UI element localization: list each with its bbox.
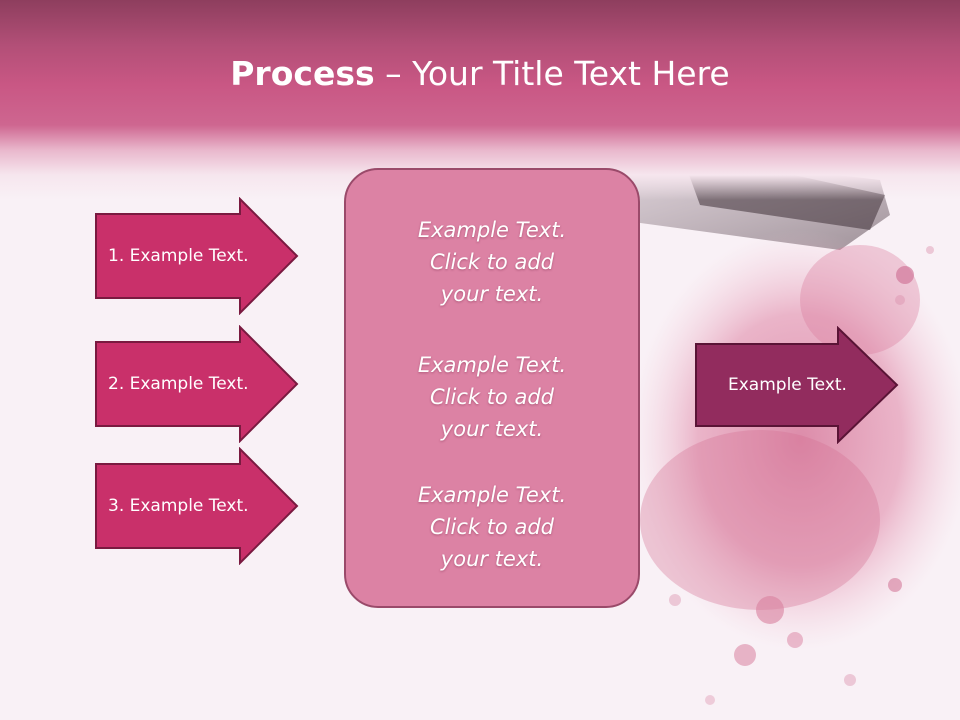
paragraph-line: your text. bbox=[440, 282, 544, 306]
paragraph-line: Example Text. bbox=[417, 483, 567, 507]
arrow-output[interactable]: Example Text. bbox=[694, 326, 900, 444]
arrow-step-2-label: 2. Example Text. bbox=[108, 374, 249, 394]
paragraph-line: your text. bbox=[440, 417, 544, 441]
arrow-output-label: Example Text. bbox=[728, 375, 847, 395]
paragraph-line: Click to add bbox=[429, 250, 554, 274]
title-rest: – Your Title Text Here bbox=[374, 54, 730, 93]
center-text-box[interactable]: Example Text. Click to add your text. Ex… bbox=[344, 168, 640, 608]
arrow-shape bbox=[95, 447, 299, 565]
title-bold-part: Process bbox=[230, 54, 375, 93]
arrow-shape bbox=[95, 197, 299, 315]
arrow-step-1[interactable]: 1. Example Text. bbox=[94, 197, 300, 315]
arrow-step-3[interactable]: 3. Example Text. bbox=[94, 447, 300, 565]
paragraph-3: Example Text. Click to add your text. bbox=[346, 479, 638, 575]
paragraph-line: Example Text. bbox=[417, 353, 567, 377]
paragraph-line: Example Text. bbox=[417, 218, 567, 242]
slide-title[interactable]: Process – Your Title Text Here bbox=[0, 52, 960, 96]
paragraph-line: Click to add bbox=[429, 385, 554, 409]
paragraph-1: Example Text. Click to add your text. bbox=[346, 214, 638, 310]
paragraph-line: Click to add bbox=[429, 515, 554, 539]
arrow-shape bbox=[695, 326, 899, 444]
arrow-shape bbox=[95, 325, 299, 443]
arrow-step-3-label: 3. Example Text. bbox=[108, 496, 249, 516]
paragraph-2: Example Text. Click to add your text. bbox=[346, 349, 638, 445]
paragraph-line: your text. bbox=[440, 547, 544, 571]
header-band bbox=[0, 0, 960, 200]
arrow-step-2[interactable]: 2. Example Text. bbox=[94, 325, 300, 443]
arrow-step-1-label: 1. Example Text. bbox=[108, 246, 249, 266]
